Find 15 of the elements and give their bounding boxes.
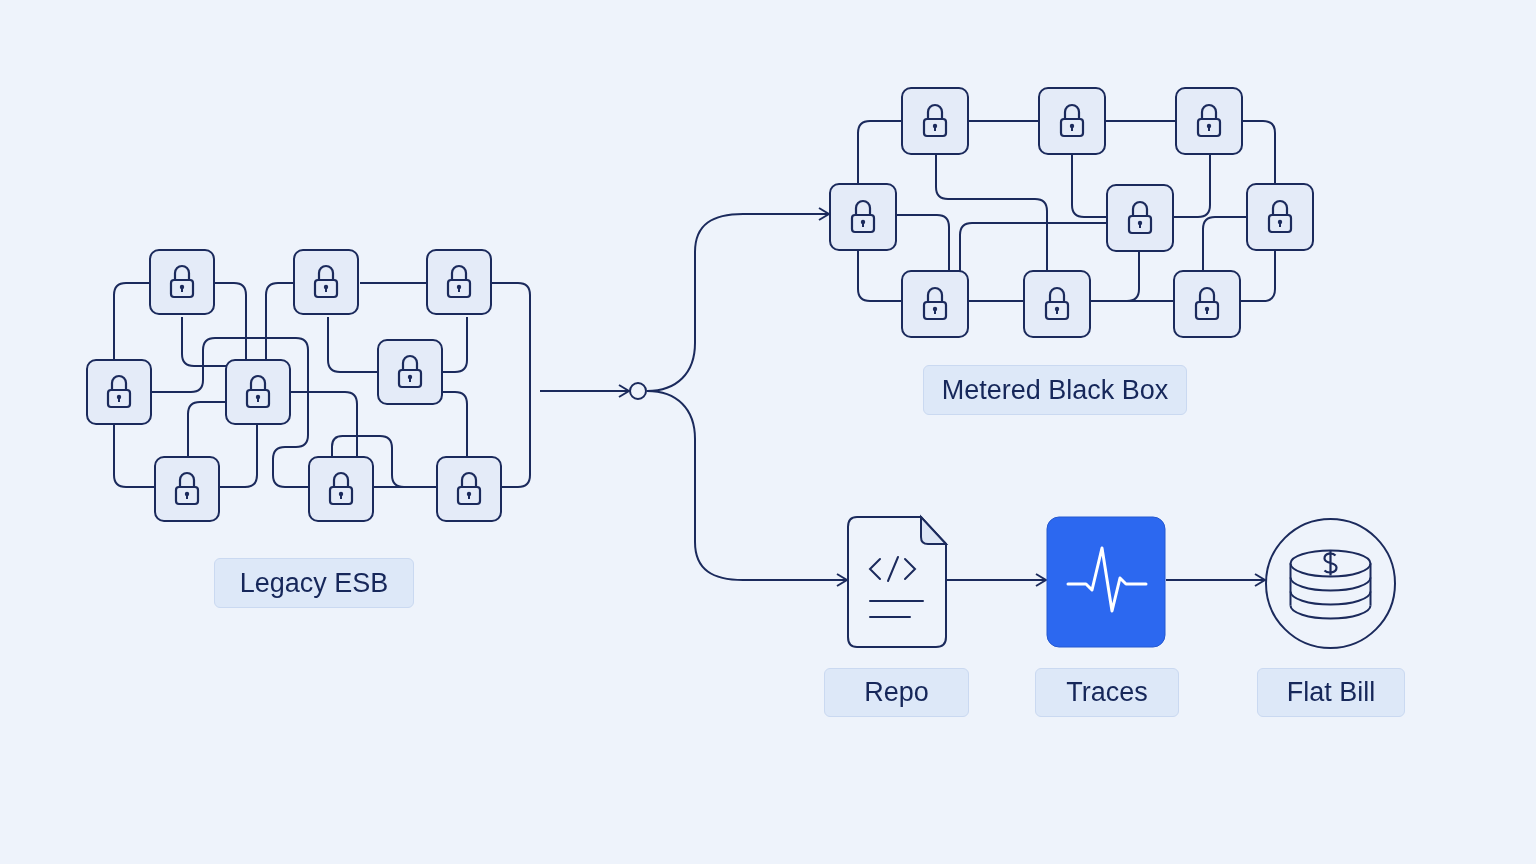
circle-node <box>629 382 647 400</box>
arrow <box>1165 573 1266 587</box>
label-tag: Repo <box>824 668 969 717</box>
lock-network-drawing <box>829 87 1314 338</box>
arrow <box>946 573 1047 587</box>
arrow <box>539 384 630 398</box>
circle-node <box>1265 516 1396 651</box>
code-document-icon <box>847 516 947 648</box>
label-tag: Legacy ESB <box>214 558 414 608</box>
label-tag: Traces <box>1035 668 1179 717</box>
label-tag: Flat Bill <box>1257 668 1405 717</box>
trace-panel <box>1046 516 1166 648</box>
label-tag: Metered Black Box <box>923 365 1187 415</box>
lock-network-drawing <box>86 249 532 525</box>
arrow <box>646 390 848 587</box>
